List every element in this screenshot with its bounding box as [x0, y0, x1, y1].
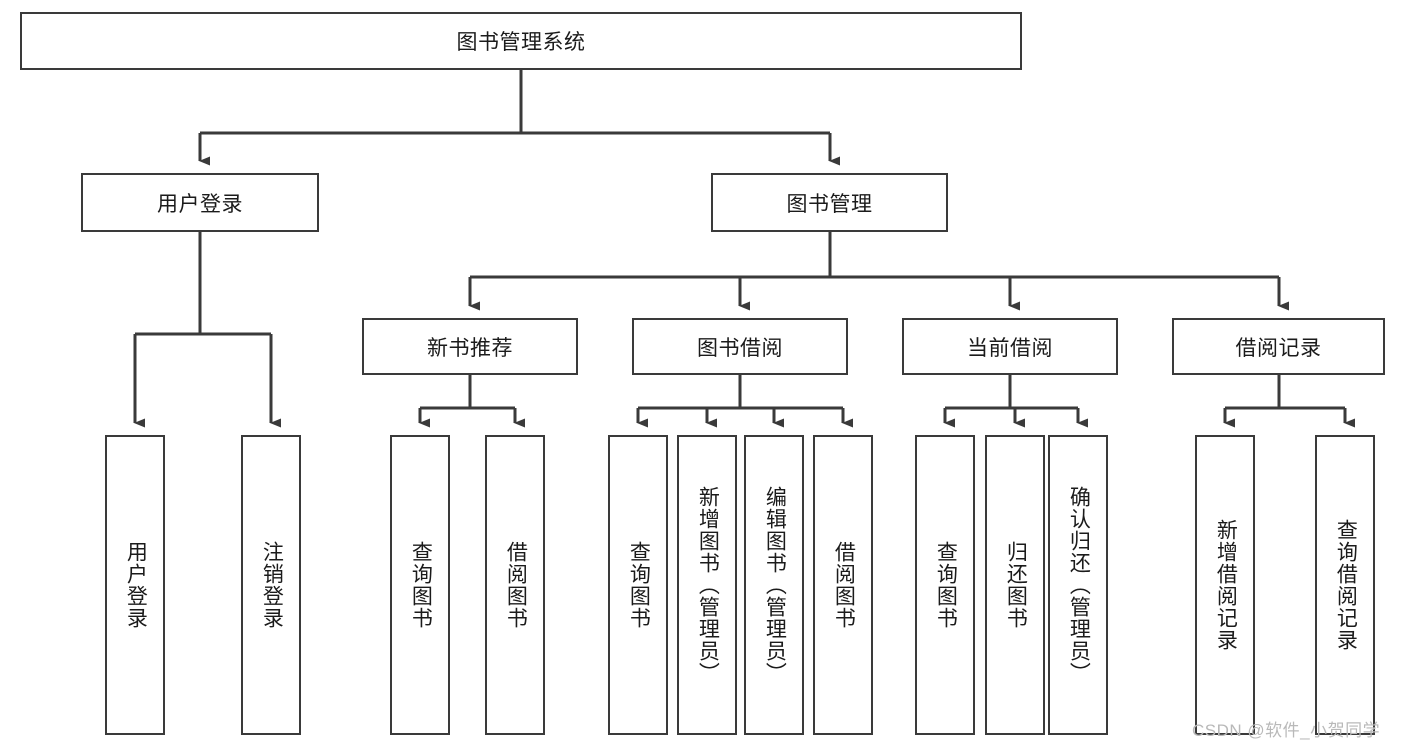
- node-user-login[interactable]: 用户登录: [81, 173, 319, 232]
- node-label: 当前借阅: [967, 336, 1053, 360]
- node-current-borrow[interactable]: 当前借阅: [902, 318, 1118, 375]
- node-label: 新书推荐: [427, 336, 513, 360]
- leaf-leaf-borrow-book-rec[interactable]: 借阅图书: [485, 435, 545, 735]
- leaf-leaf-query-book-rec[interactable]: 查询图书: [390, 435, 450, 735]
- leaf-leaf-query-book-borrow[interactable]: 查询图书: [608, 435, 668, 735]
- node-label: 注销登录: [260, 541, 284, 629]
- node-label: 借阅图书: [832, 541, 856, 629]
- leaf-leaf-add-record[interactable]: 新增借阅记录: [1195, 435, 1255, 735]
- leaf-leaf-user-login[interactable]: 用户登录: [105, 435, 165, 735]
- node-label: 编辑图书（管理员）: [763, 486, 787, 684]
- node-label: 图书借阅: [697, 336, 783, 360]
- node-book-borrow[interactable]: 图书借阅: [632, 318, 848, 375]
- leaf-leaf-return-book[interactable]: 归还图书: [985, 435, 1045, 735]
- node-label: 新增借阅记录: [1214, 519, 1238, 651]
- node-label: 查询图书: [627, 541, 651, 629]
- leaf-leaf-edit-book[interactable]: 编辑图书（管理员）: [744, 435, 804, 735]
- node-root[interactable]: 图书管理系统: [20, 12, 1022, 70]
- node-label: 用户登录: [157, 192, 243, 216]
- node-label: 新增图书（管理员）: [696, 486, 720, 684]
- leaf-leaf-confirm-return[interactable]: 确认归还（管理员）: [1048, 435, 1108, 735]
- node-label: 借阅记录: [1235, 336, 1322, 360]
- leaf-leaf-borrow-book[interactable]: 借阅图书: [813, 435, 873, 735]
- leaf-leaf-user-logout[interactable]: 注销登录: [241, 435, 301, 735]
- node-borrow-record[interactable]: 借阅记录: [1172, 318, 1385, 375]
- node-new-book-recommend[interactable]: 新书推荐: [362, 318, 578, 375]
- node-label: 图书管理: [786, 192, 873, 216]
- node-label: 借阅图书: [504, 541, 528, 629]
- leaf-leaf-query-book-current[interactable]: 查询图书: [915, 435, 975, 735]
- node-label: 查询借阅记录: [1334, 519, 1358, 651]
- node-book-manage[interactable]: 图书管理: [711, 173, 948, 232]
- node-label: 归还图书: [1004, 541, 1028, 629]
- node-label: 图书管理系统: [456, 31, 586, 54]
- node-label: 用户登录: [124, 541, 148, 629]
- leaf-leaf-add-book[interactable]: 新增图书（管理员）: [677, 435, 737, 735]
- node-label: 查询图书: [934, 541, 958, 629]
- node-label: 确认归还（管理员）: [1067, 486, 1091, 684]
- node-label: 查询图书: [409, 541, 433, 629]
- watermark-text: CSDN @软件_小贺同学: [1192, 721, 1381, 740]
- leaf-leaf-query-record[interactable]: 查询借阅记录: [1315, 435, 1375, 735]
